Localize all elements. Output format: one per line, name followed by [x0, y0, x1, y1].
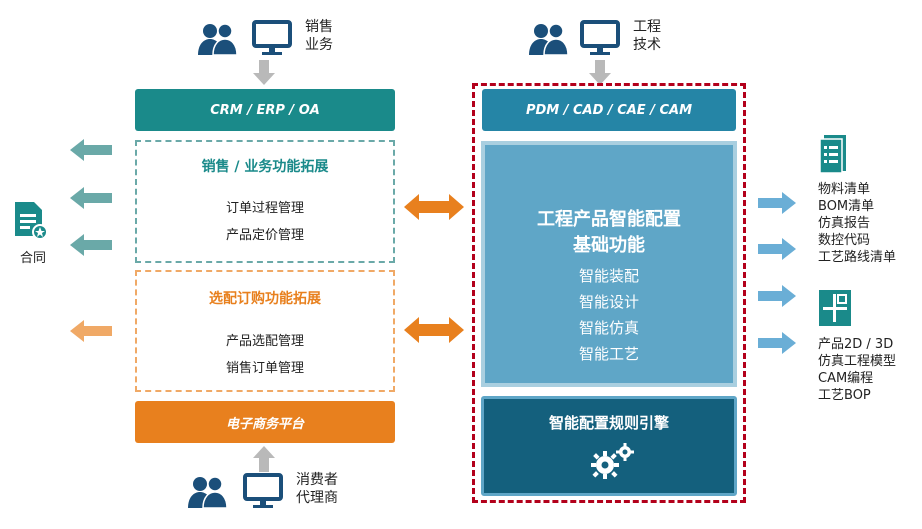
users-icon	[186, 475, 230, 509]
output-item: 工艺BOP	[818, 388, 871, 403]
pdm-cad-cae-cam-label: PDM / CAD / CAE / CAM	[525, 102, 693, 118]
output-list-top: 物料清单 BOM清单 仿真报告 数控代码 工艺路线清单	[818, 181, 896, 266]
pdm-cad-cae-cam-bar: PDM / CAD / CAE / CAM	[482, 89, 736, 131]
monitor-icon	[580, 20, 620, 56]
right-arrow-icon	[758, 238, 796, 260]
down-arrow-icon	[253, 60, 275, 86]
crm-erp-oa-bar: CRM / ERP / OA	[135, 89, 395, 131]
core-item: 智能仿真	[578, 319, 639, 337]
output-item: 产品2D / 3D	[818, 337, 894, 352]
contract-label: 合同	[20, 251, 47, 266]
output-item: 工艺路线清单	[818, 250, 897, 265]
output-item: 数控代码	[818, 233, 871, 248]
output-item: 仿真工程模型	[818, 354, 897, 369]
top-left-label: 销售 业务	[305, 18, 333, 54]
users-icon	[196, 22, 240, 56]
left-arrow-icon	[70, 320, 112, 342]
rule-engine-title: 智能配置规则引擎	[548, 414, 669, 432]
blueprint-icon	[818, 289, 852, 327]
top-left-label-line1: 销售	[305, 19, 333, 35]
output-item: CAM编程	[818, 371, 874, 386]
sales-box-title: 销售 / 业务功能拓展	[201, 159, 329, 175]
ecommerce-platform-bar: 电子商务平台	[135, 401, 395, 443]
config-box-item: 产品选配管理	[225, 334, 304, 349]
left-arrow-icon	[70, 139, 112, 161]
top-left-label-line2: 业务	[305, 37, 333, 53]
ecommerce-platform-label: 电子商务平台	[225, 416, 304, 432]
up-arrow-icon	[253, 446, 275, 472]
core-config-box: 工程产品智能配置 基础功能 智能装配 智能设计 智能仿真 智能工艺	[481, 141, 737, 387]
left-arrow-icon	[70, 187, 112, 209]
output-item: 仿真报告	[818, 216, 871, 231]
output-list-bottom: 产品2D / 3D 仿真工程模型 CAM编程 工艺BOP	[818, 336, 896, 404]
gears-icon	[585, 441, 639, 481]
bottom-label-line2: 代理商	[296, 490, 338, 506]
output-item: 物料清单	[818, 182, 871, 197]
rule-engine-box: 智能配置规则引擎	[481, 396, 737, 496]
sales-box-item: 订单过程管理	[225, 201, 304, 216]
list-document-icon	[818, 133, 852, 173]
double-arrow-icon	[404, 317, 464, 343]
sales-function-box: 销售 / 业务功能拓展 订单过程管理 产品定价管理	[135, 140, 395, 263]
engineering-boundary	[472, 83, 746, 503]
config-box-title: 选配订购功能拓展	[209, 291, 321, 307]
sales-box-item: 产品定价管理	[225, 228, 304, 243]
top-right-label-line2: 技术	[633, 37, 661, 53]
core-title-line2: 基础功能	[573, 235, 645, 256]
right-arrow-icon	[758, 192, 796, 214]
config-box-item: 销售订单管理	[225, 361, 304, 376]
left-arrow-icon	[70, 234, 112, 256]
output-item: BOM清单	[818, 199, 875, 214]
top-right-label: 工程 技术	[633, 18, 661, 54]
top-right-label-line1: 工程	[633, 19, 661, 35]
users-icon	[527, 22, 571, 56]
core-item: 智能装配	[578, 267, 639, 285]
right-arrow-icon	[758, 332, 796, 354]
right-arrow-icon	[758, 285, 796, 307]
monitor-icon	[252, 20, 292, 56]
contract-icon	[12, 200, 48, 240]
bottom-label-line1: 消费者	[296, 472, 338, 488]
core-title-line1: 工程产品智能配置	[537, 209, 681, 230]
config-order-box: 选配订购功能拓展 产品选配管理 销售订单管理	[135, 270, 395, 392]
bottom-label: 消费者 代理商	[296, 471, 338, 507]
core-item: 智能工艺	[578, 345, 639, 363]
double-arrow-icon	[404, 194, 464, 220]
crm-erp-oa-label: CRM / ERP / OA	[210, 102, 320, 118]
down-arrow-icon	[589, 60, 611, 86]
monitor-icon	[243, 473, 283, 509]
core-item: 智能设计	[578, 293, 639, 311]
